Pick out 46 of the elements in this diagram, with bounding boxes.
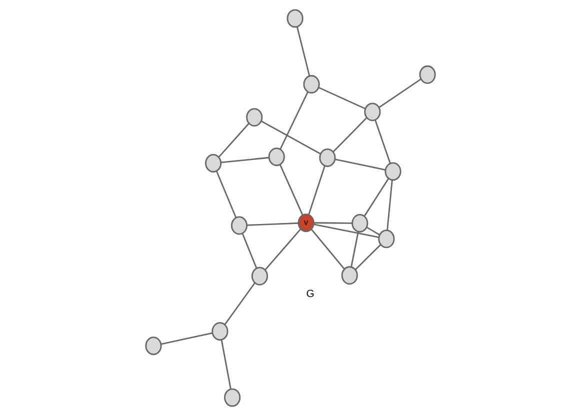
connector <box>386 180 392 230</box>
connector <box>160 332 212 345</box>
connector <box>378 78 421 108</box>
connector <box>313 224 378 238</box>
connector <box>354 244 381 270</box>
connector <box>215 170 236 218</box>
connector <box>313 222 352 224</box>
connector <box>246 222 298 226</box>
node-circle <box>144 336 162 356</box>
node-ellipse: v <box>297 214 314 232</box>
connector <box>366 226 380 236</box>
connector <box>318 86 366 110</box>
node-circle <box>364 102 380 122</box>
connector <box>278 164 303 216</box>
node-circle <box>204 154 222 172</box>
node-circle <box>230 216 248 235</box>
node-circle <box>302 75 320 94</box>
node-circle <box>351 214 368 232</box>
connector <box>310 228 344 270</box>
label: G <box>306 288 314 300</box>
connector <box>220 340 231 390</box>
node-circle <box>268 148 284 166</box>
node-circle <box>250 266 268 286</box>
node-circle <box>224 388 240 407</box>
connector <box>218 122 249 158</box>
node-circle <box>418 65 436 84</box>
connector <box>332 117 367 152</box>
connector <box>334 158 386 171</box>
node-circle <box>318 148 336 167</box>
node-circle <box>286 9 303 28</box>
connector <box>308 166 325 216</box>
connector <box>363 178 389 217</box>
node-circle <box>211 322 228 341</box>
connector <box>264 228 301 270</box>
node-circle <box>340 266 358 285</box>
connector <box>241 233 257 269</box>
connector <box>220 156 269 164</box>
connector <box>260 120 320 154</box>
connector <box>224 282 256 325</box>
node-circle <box>246 108 262 127</box>
node-circle <box>378 230 394 248</box>
connector <box>350 231 358 268</box>
connector <box>296 26 310 76</box>
connector <box>374 120 390 164</box>
connector <box>279 91 308 150</box>
node-circle <box>384 162 401 181</box>
